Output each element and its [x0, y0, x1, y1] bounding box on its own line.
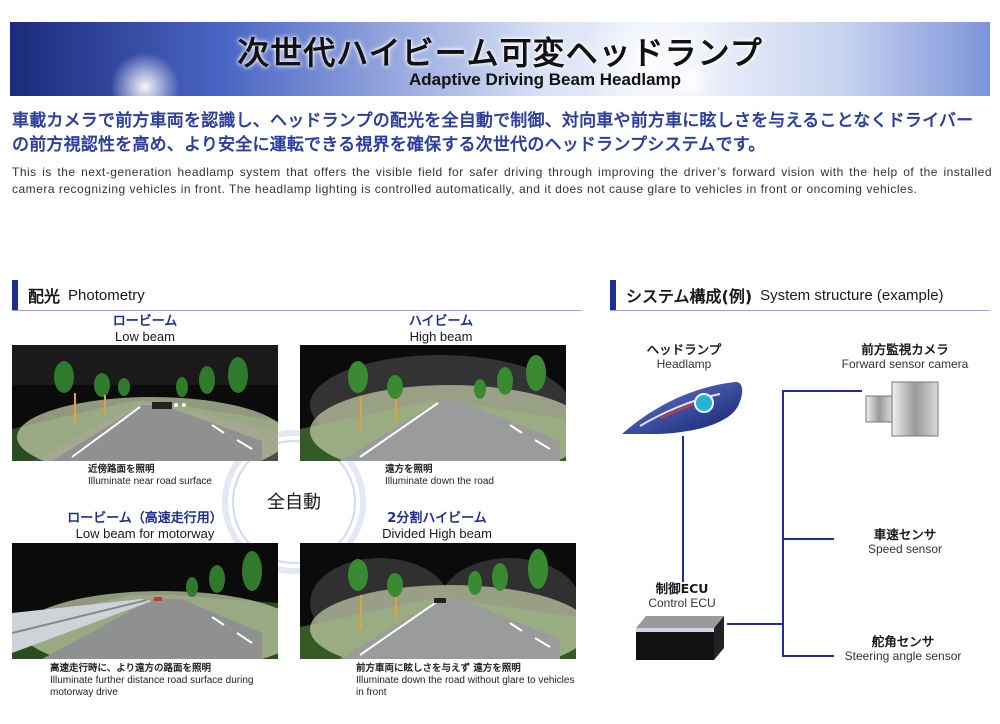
component-label-jp: 車速センサ	[873, 527, 937, 542]
heading-bar	[610, 280, 616, 310]
component-label-en: Speed sensor	[867, 542, 943, 556]
steering-sensor-label: 舵角センサ Steering angle sensor	[822, 634, 984, 664]
high-beam-scene	[300, 345, 566, 461]
panel-title-jp: ロービーム（高速走行用）	[67, 511, 223, 526]
lead-text-jp: 車載カメラで前方車両を認識し、ヘッドランプの配光を全自動で制御、対向車や前方車に…	[12, 111, 974, 155]
panel-title-jp: 2分割ハイビーム	[387, 511, 487, 526]
high-beam-caption: 遠方を照明 Illuminate down the road	[385, 464, 565, 488]
photometry-heading: 配光 Photometry	[12, 280, 145, 310]
headlamp-label: ヘッドランプ Headlamp	[624, 342, 744, 372]
panel-title-jp: ロービーム	[112, 314, 178, 329]
caption-en: Illuminate down the road without glare t…	[356, 675, 575, 698]
camera-icon	[865, 381, 939, 437]
divided-beam-scene	[300, 543, 576, 659]
section-rule	[610, 310, 990, 311]
component-label-jp: 前方監視カメラ	[861, 342, 949, 357]
panel-title-high-beam: ハイビーム High beam	[308, 314, 574, 344]
panel-title-en: Low beam	[115, 329, 175, 344]
panel-title-en: Low beam for motorway	[75, 526, 215, 541]
low-beam-scene	[12, 345, 278, 461]
headlamp-icon	[622, 381, 743, 434]
title-banner: 次世代ハイビーム可変ヘッドランプ Adaptive Driving Beam H…	[10, 22, 990, 96]
caption-en: Illuminate near road surface	[88, 476, 212, 487]
speed-sensor-label: 車速センサ Speed sensor	[830, 527, 980, 557]
ecu-bus-connector	[727, 623, 783, 625]
caption-jp: 遠方を照明	[385, 464, 433, 475]
heading-bar	[12, 280, 18, 310]
camera-connector	[782, 390, 862, 392]
component-label-jp: ヘッドランプ	[646, 342, 722, 357]
motorway-beam-scene	[12, 543, 278, 659]
auto-control-ring-inner	[232, 440, 356, 564]
caption-jp: 高速走行時に、より遠方の路面を照明	[50, 663, 212, 674]
auto-control-label: 全自動	[267, 492, 321, 513]
low-beam-caption: 近傍路面を照明 Illuminate near road surface	[88, 464, 268, 488]
panel-title-motorway-beam: ロービーム（高速走行用） Low beam for motorway	[12, 511, 278, 541]
page-subtitle: Adaptive Driving Beam Headlamp	[408, 70, 682, 89]
panel-title-en: High beam	[409, 329, 473, 344]
motorway-beam-caption: 高速走行時に、より遠方の路面を照明 Illuminate further dis…	[50, 663, 290, 699]
system-heading-jp: システム構成(例)	[626, 287, 753, 306]
sensor-bus-line	[782, 390, 784, 656]
photometry-heading-jp: 配光	[28, 287, 61, 306]
page-title: 次世代ハイビーム可変ヘッドランプ	[237, 34, 763, 72]
headlamp-ecu-connector	[682, 436, 684, 582]
lens-flare	[670, 62, 710, 96]
panel-title-low-beam: ロービーム Low beam	[12, 314, 278, 344]
ecu-label: 制御ECU Control ECU	[622, 581, 742, 611]
system-heading-en: System structure (example)	[760, 286, 944, 304]
panel-title-divided-beam: 2分割ハイビーム Divided High beam	[304, 511, 570, 541]
steering-sensor-connector	[782, 655, 834, 657]
component-label-en: Steering angle sensor	[844, 649, 962, 663]
caption-jp: 前方車両に眩しさを与えず 遠方を照明	[356, 663, 521, 674]
lead-text-en: This is the next-generation headlamp sys…	[12, 165, 992, 196]
section-rule	[12, 310, 582, 311]
panel-title-jp: ハイビーム	[408, 314, 474, 329]
ecu-icon	[636, 616, 724, 660]
camera-label: 前方監視カメラ Forward sensor camera	[830, 342, 980, 372]
auto-control-ring	[222, 430, 366, 574]
component-label-jp: 制御ECU	[655, 581, 709, 596]
system-heading: システム構成(例) System structure (example)	[610, 280, 944, 310]
divided-beam-caption: 前方車両に眩しさを与えず 遠方を照明 Illuminate down the r…	[356, 663, 576, 699]
component-label-jp: 舵角センサ	[871, 634, 935, 649]
component-label-en: Forward sensor camera	[841, 357, 969, 371]
panel-title-en: Divided High beam	[382, 526, 492, 541]
component-label-en: Headlamp	[656, 357, 712, 371]
component-label-en: Control ECU	[648, 596, 716, 610]
photometry-heading-en: Photometry	[68, 286, 145, 304]
caption-jp: 近傍路面を照明	[88, 464, 155, 475]
speed-sensor-connector	[782, 538, 834, 540]
caption-en: Illuminate down the road	[385, 476, 494, 487]
caption-en: Illuminate further distance road surface…	[50, 675, 254, 698]
